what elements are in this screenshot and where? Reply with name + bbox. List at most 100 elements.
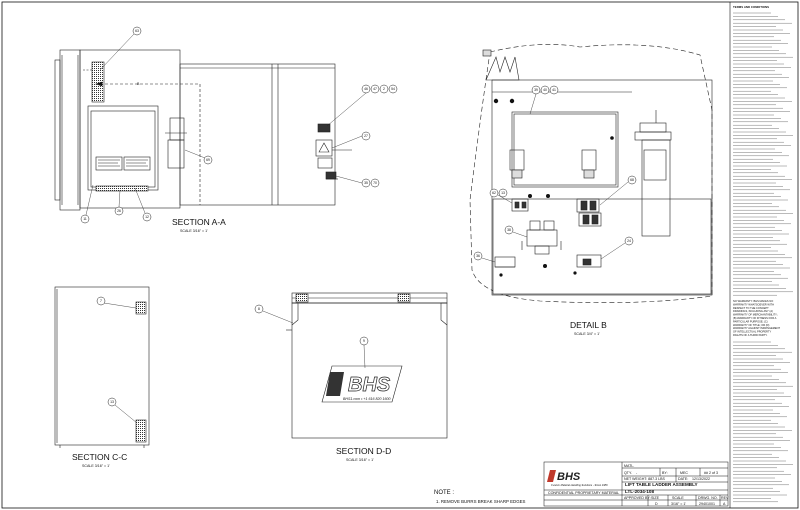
balloon: 2 [379, 84, 389, 94]
svg-text:63: 63 [135, 29, 139, 33]
tb-scale-value: 3/16" = 1' [671, 502, 686, 506]
tb-rev-value: A [723, 502, 726, 506]
balloon: 62 [489, 188, 513, 204]
svg-text:9: 9 [363, 339, 365, 343]
section-a-title: SECTION A-A [172, 217, 226, 227]
svg-text:69: 69 [206, 158, 210, 162]
title-block [543, 461, 729, 507]
balloon: 70 [370, 178, 380, 188]
balloon: 63 [99, 26, 142, 71]
balloon: 13 [107, 397, 138, 424]
balloon: 38 [504, 225, 528, 238]
balloon: 8 [254, 304, 294, 324]
tb-approved-label: APPROVED BY: [624, 496, 651, 500]
tb-date-value: 12/13/2022 [692, 477, 710, 481]
balloon: 36 [473, 251, 496, 263]
svg-text:41: 41 [552, 88, 556, 92]
svg-text:40: 40 [543, 88, 547, 92]
tb-size-label: SIZE [651, 496, 660, 500]
svg-text:13: 13 [501, 191, 505, 195]
svg-text:36: 36 [476, 254, 480, 258]
svg-text:27: 27 [364, 134, 368, 138]
svg-text:BHS: BHS [557, 471, 581, 483]
section-a-view [54, 49, 352, 211]
balloon: 41 [549, 85, 559, 95]
tb-title-1: LIFT TABLE LADDER ASSEMBLY [625, 482, 698, 487]
section-d-title: SECTION D-D [336, 446, 391, 456]
balloon: 40 [540, 85, 550, 95]
balloon: 47 [370, 84, 380, 94]
svg-text:54: 54 [391, 87, 395, 91]
section-a-scale: SCALE 3/16" = 1' [180, 229, 208, 233]
title-block-logo: BHS Custom Material Handling Solutions -… [547, 470, 608, 487]
balloon: 39 [529, 85, 541, 115]
detail-b-title: DETAIL B [570, 320, 607, 330]
svg-text:47: 47 [373, 87, 377, 91]
terms-heading: TERMS AND CONDITIONS [733, 5, 769, 9]
svg-text:7: 7 [100, 299, 102, 303]
balloon: 9 [359, 336, 369, 369]
balloon: 13 [498, 188, 508, 198]
tb-dwg-label: DRWG. NO. [698, 496, 718, 500]
tb-by-value: MEC [680, 471, 688, 475]
section-d-balloons: 8 9 [254, 304, 369, 369]
detail-b-fasteners [493, 98, 614, 277]
section-c-scale: SCALE 3/16" = 1' [82, 464, 110, 468]
tb-scale-label: SCALE [672, 496, 684, 500]
detail-b-view [469, 44, 713, 303]
svg-text:39: 39 [534, 88, 538, 92]
tb-qty-value: - [636, 471, 638, 475]
section-c-title: SECTION C-C [72, 452, 127, 462]
balloon: 27 [331, 131, 371, 149]
svg-text:70: 70 [373, 181, 377, 185]
svg-text:BHS: BHS [348, 374, 391, 396]
svg-text:68: 68 [630, 178, 634, 182]
balloon: 24 [600, 236, 634, 260]
svg-text:38: 38 [507, 228, 511, 232]
tb-weight: NET WEIGHT: 887.3 LBS [624, 477, 665, 481]
section-a-balloons: 63 69 11 12 26 46 47 2 54 27 35 70 [80, 26, 398, 224]
tb-confidential: CONFIDENTIAL PROPRIETARY MATERIAL [548, 491, 619, 495]
svg-text:13: 13 [110, 400, 114, 404]
balloon: 35 [335, 175, 371, 188]
tb-qty-label: QTY. [624, 471, 632, 475]
tb-title-2: LTL-2034-108 [625, 489, 654, 494]
svg-text:BHS1.com • +1 616 820 1600: BHS1.com • +1 616 820 1600 [343, 397, 391, 401]
tb-size-value: D [655, 502, 658, 506]
svg-text:12: 12 [145, 215, 149, 219]
svg-text:8: 8 [258, 307, 260, 311]
balloon: 7 [96, 296, 137, 309]
tb-sheet-info: ## 2 of 3 [704, 471, 718, 475]
balloon: 69 [184, 149, 213, 165]
balloon: 54 [388, 84, 398, 94]
section-d-scale: SCALE 3/16" = 1' [346, 458, 374, 462]
balloon: 68 [599, 175, 637, 206]
svg-text:24: 24 [627, 239, 631, 243]
balloon: 12 [134, 187, 152, 222]
bhs-panel-logo: BHS BHS1.com • +1 616 820 1600 [321, 365, 403, 403]
detail-b-scale: SCALE 3/4" = 1' [574, 332, 600, 336]
balloon: 46 [326, 84, 371, 127]
section-d-view [286, 292, 448, 439]
note-title: NOTE : [434, 490, 454, 496]
tb-date-label: DATE: [678, 477, 688, 481]
svg-text:2: 2 [383, 87, 385, 91]
terms-text-lines [733, 12, 793, 503]
tb-by-label: BY: [662, 471, 668, 475]
detail-b-balloons: 39 40 41 62 13 68 38 36 24 [473, 85, 637, 263]
section-c-balloons: 7 13 [96, 296, 138, 424]
svg-text:62: 62 [492, 191, 496, 195]
svg-text:11: 11 [83, 217, 87, 221]
svg-text:26: 26 [117, 209, 121, 213]
svg-text:Custom Material Handling Solut: Custom Material Handling Solutions - Sin… [551, 483, 608, 487]
note-item-1: 1. REMOVE BURRS BREAK SHARP EDGES [436, 499, 526, 504]
balloon: 11 [80, 184, 94, 224]
cut-mark-b: B [137, 82, 140, 86]
svg-text:46: 46 [364, 87, 368, 91]
tb-dwg-value: 29401001 [699, 502, 715, 506]
section-c-view [54, 286, 150, 448]
tb-matl-label: MATL. [624, 464, 634, 468]
